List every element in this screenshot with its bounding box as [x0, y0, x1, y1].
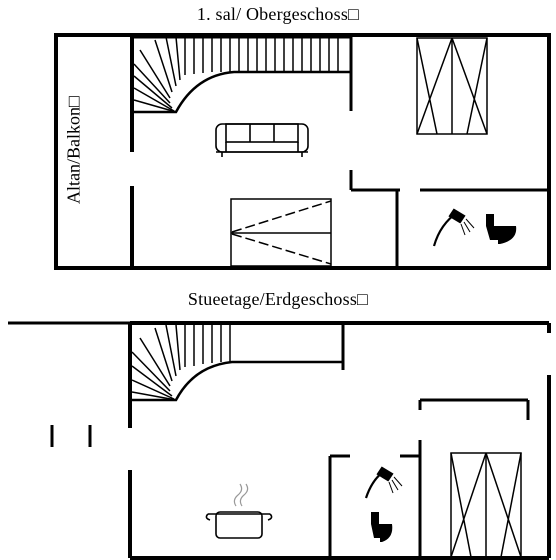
- upper-stair-steps: [184, 37, 339, 75]
- upper-floor-plan: [54, 33, 551, 270]
- lower-floor-title: Stueetage/Erdgeschoss□: [187, 289, 369, 309]
- shower-icon-lower: [364, 466, 403, 499]
- upper-outer-wall: [54, 33, 551, 270]
- toilet-icon-lower: [371, 512, 393, 542]
- shower-icon: [432, 208, 475, 247]
- upper-staircase: [134, 35, 350, 114]
- lower-floor-plan: [8, 321, 551, 560]
- wardrobe-icon-lower: [450, 452, 522, 558]
- wardrobe-icon: [416, 37, 488, 135]
- upper-floor-title: 1. sal/ Obergeschoss□: [196, 4, 360, 24]
- cooking-pot-icon: [205, 483, 273, 539]
- toilet-icon: [486, 214, 517, 244]
- bed-icon: [230, 198, 332, 267]
- lower-staircase: [131, 324, 343, 402]
- upper-winder-steps: [133, 36, 181, 113]
- sofa-icon: [215, 123, 309, 157]
